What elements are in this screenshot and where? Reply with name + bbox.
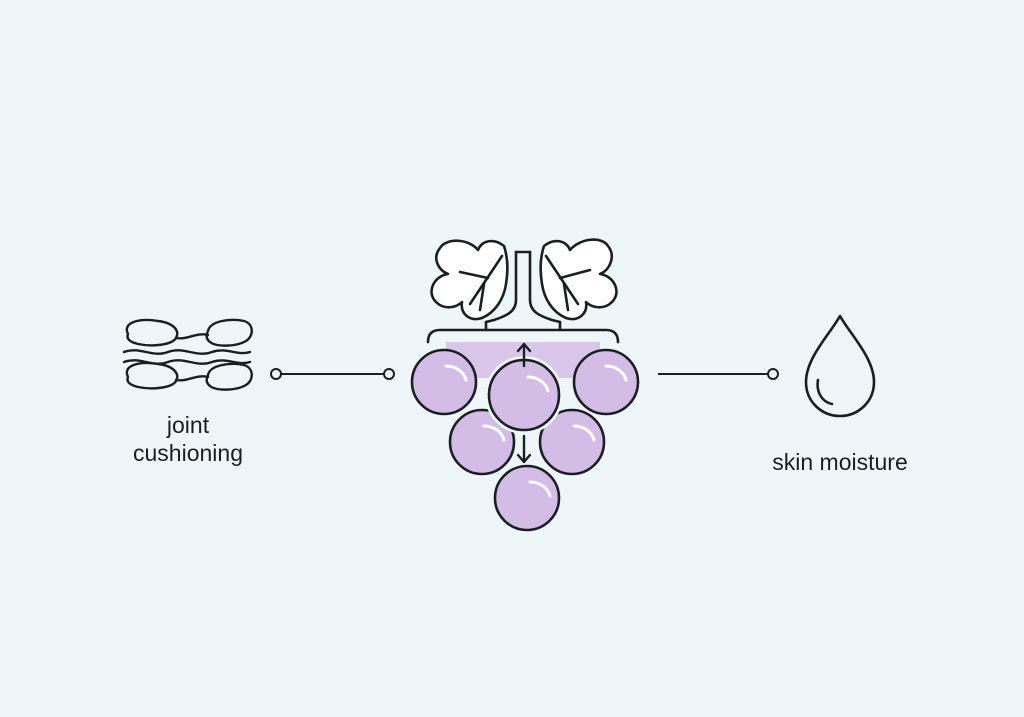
grape-highlights [444, 364, 628, 498]
grape-berry [487, 358, 561, 432]
joint-cushion-icon [122, 318, 253, 391]
grape-stem [426, 250, 620, 344]
grape-berry [572, 348, 640, 416]
joint-label-line1: joint [166, 412, 210, 438]
grape-berry [493, 464, 561, 532]
grape-leaf-left [430, 239, 509, 321]
joint-cushioning-label: joint cushioning [108, 411, 268, 467]
right-connector [658, 368, 779, 380]
arrows-icon [516, 342, 532, 464]
grape-leaf-right [539, 238, 618, 321]
left-connector [270, 368, 395, 380]
joint-label-line2: cushioning [133, 440, 243, 466]
water-drop-icon [804, 314, 876, 418]
grape-cluster-icon [410, 238, 640, 532]
grape-berry [410, 348, 478, 416]
grape-berry [448, 408, 516, 476]
grape-berry [538, 408, 606, 476]
skin-moisture-label: skin moisture [772, 449, 908, 475]
